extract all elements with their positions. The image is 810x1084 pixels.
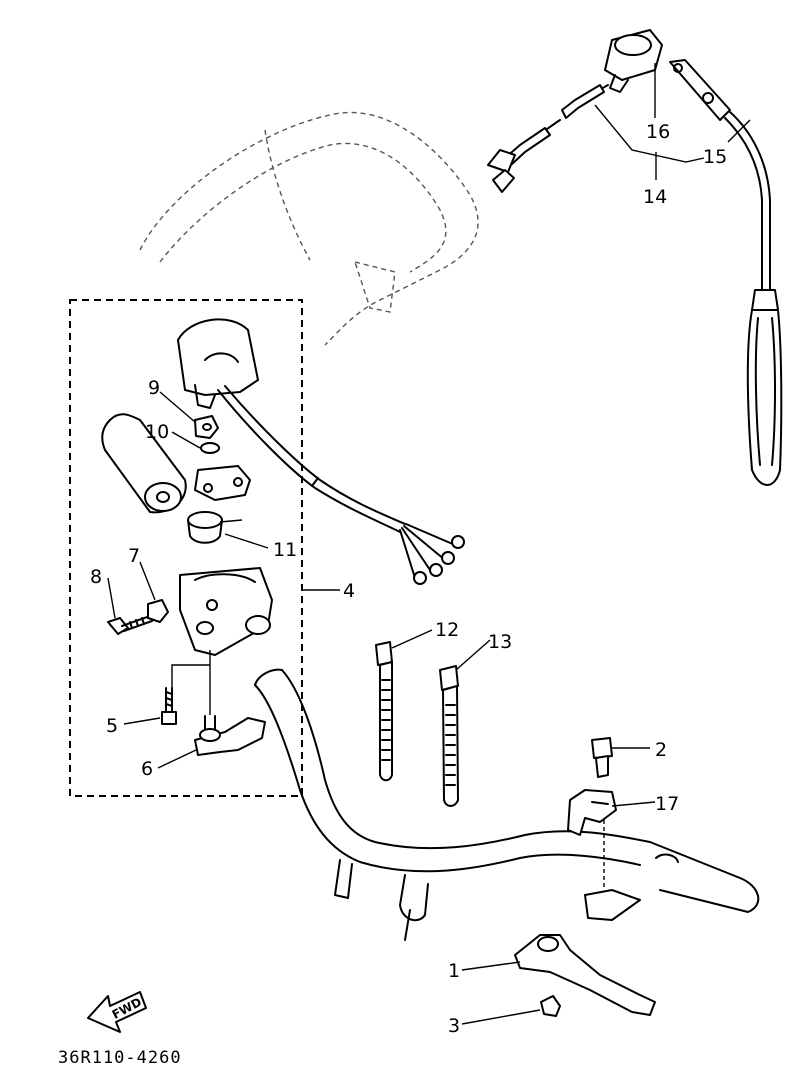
bolt-2 [591,737,613,778]
callout-14: 14 [643,186,667,208]
part-code: 36R110-4260 [58,1048,182,1068]
screw-5 [161,687,177,725]
frame-outline [139,111,479,346]
collar-11 [187,511,223,544]
washer-10 [200,442,220,454]
fwd-arrow-icon: FWD [87,991,147,1033]
callout-12: 12 [435,619,459,641]
callout-8: 8 [90,566,102,588]
bolt-8 [107,615,153,635]
callout-5: 5 [106,715,118,737]
callout-17: 17 [655,793,679,815]
nut-9 [194,415,219,439]
callout-7: 7 [128,545,140,567]
callout-9: 9 [148,377,160,399]
cable-tie-13 [439,665,459,807]
callout-15: 15 [703,146,727,168]
nut-3 [540,995,561,1017]
callout-1: 1 [448,960,460,982]
callout-6: 6 [141,758,153,780]
switch-housing-upper [177,318,259,409]
switch-plate [194,465,251,501]
callout-10: 10 [145,421,169,443]
callouts: 1 2 3 4 5 6 7 8 9 10 11 12 13 14 15 16 1… [90,121,727,1037]
leader-lines [107,63,751,1025]
clamp-17 [567,789,617,836]
handle-grip [101,413,187,514]
brake-lever-1 [514,934,656,1016]
callout-3: 3 [448,1015,460,1037]
lanyard-15 [669,59,783,486]
cable-tie-12 [375,641,393,782]
wire-harness [217,385,465,585]
callout-11: 11 [273,539,297,561]
callout-4: 4 [343,580,355,602]
callout-16: 16 [646,121,670,143]
assembly-box [69,299,303,797]
throttle-lever-6 [194,715,266,756]
callout-13: 13 [488,631,512,653]
handlebar [254,668,760,941]
callout-2: 2 [655,739,667,761]
nut-7 [147,599,169,623]
switch-cord [487,84,609,193]
ignition-switch-16 [604,29,663,93]
throttle-housing [179,567,273,656]
lever-bracket [584,889,641,921]
